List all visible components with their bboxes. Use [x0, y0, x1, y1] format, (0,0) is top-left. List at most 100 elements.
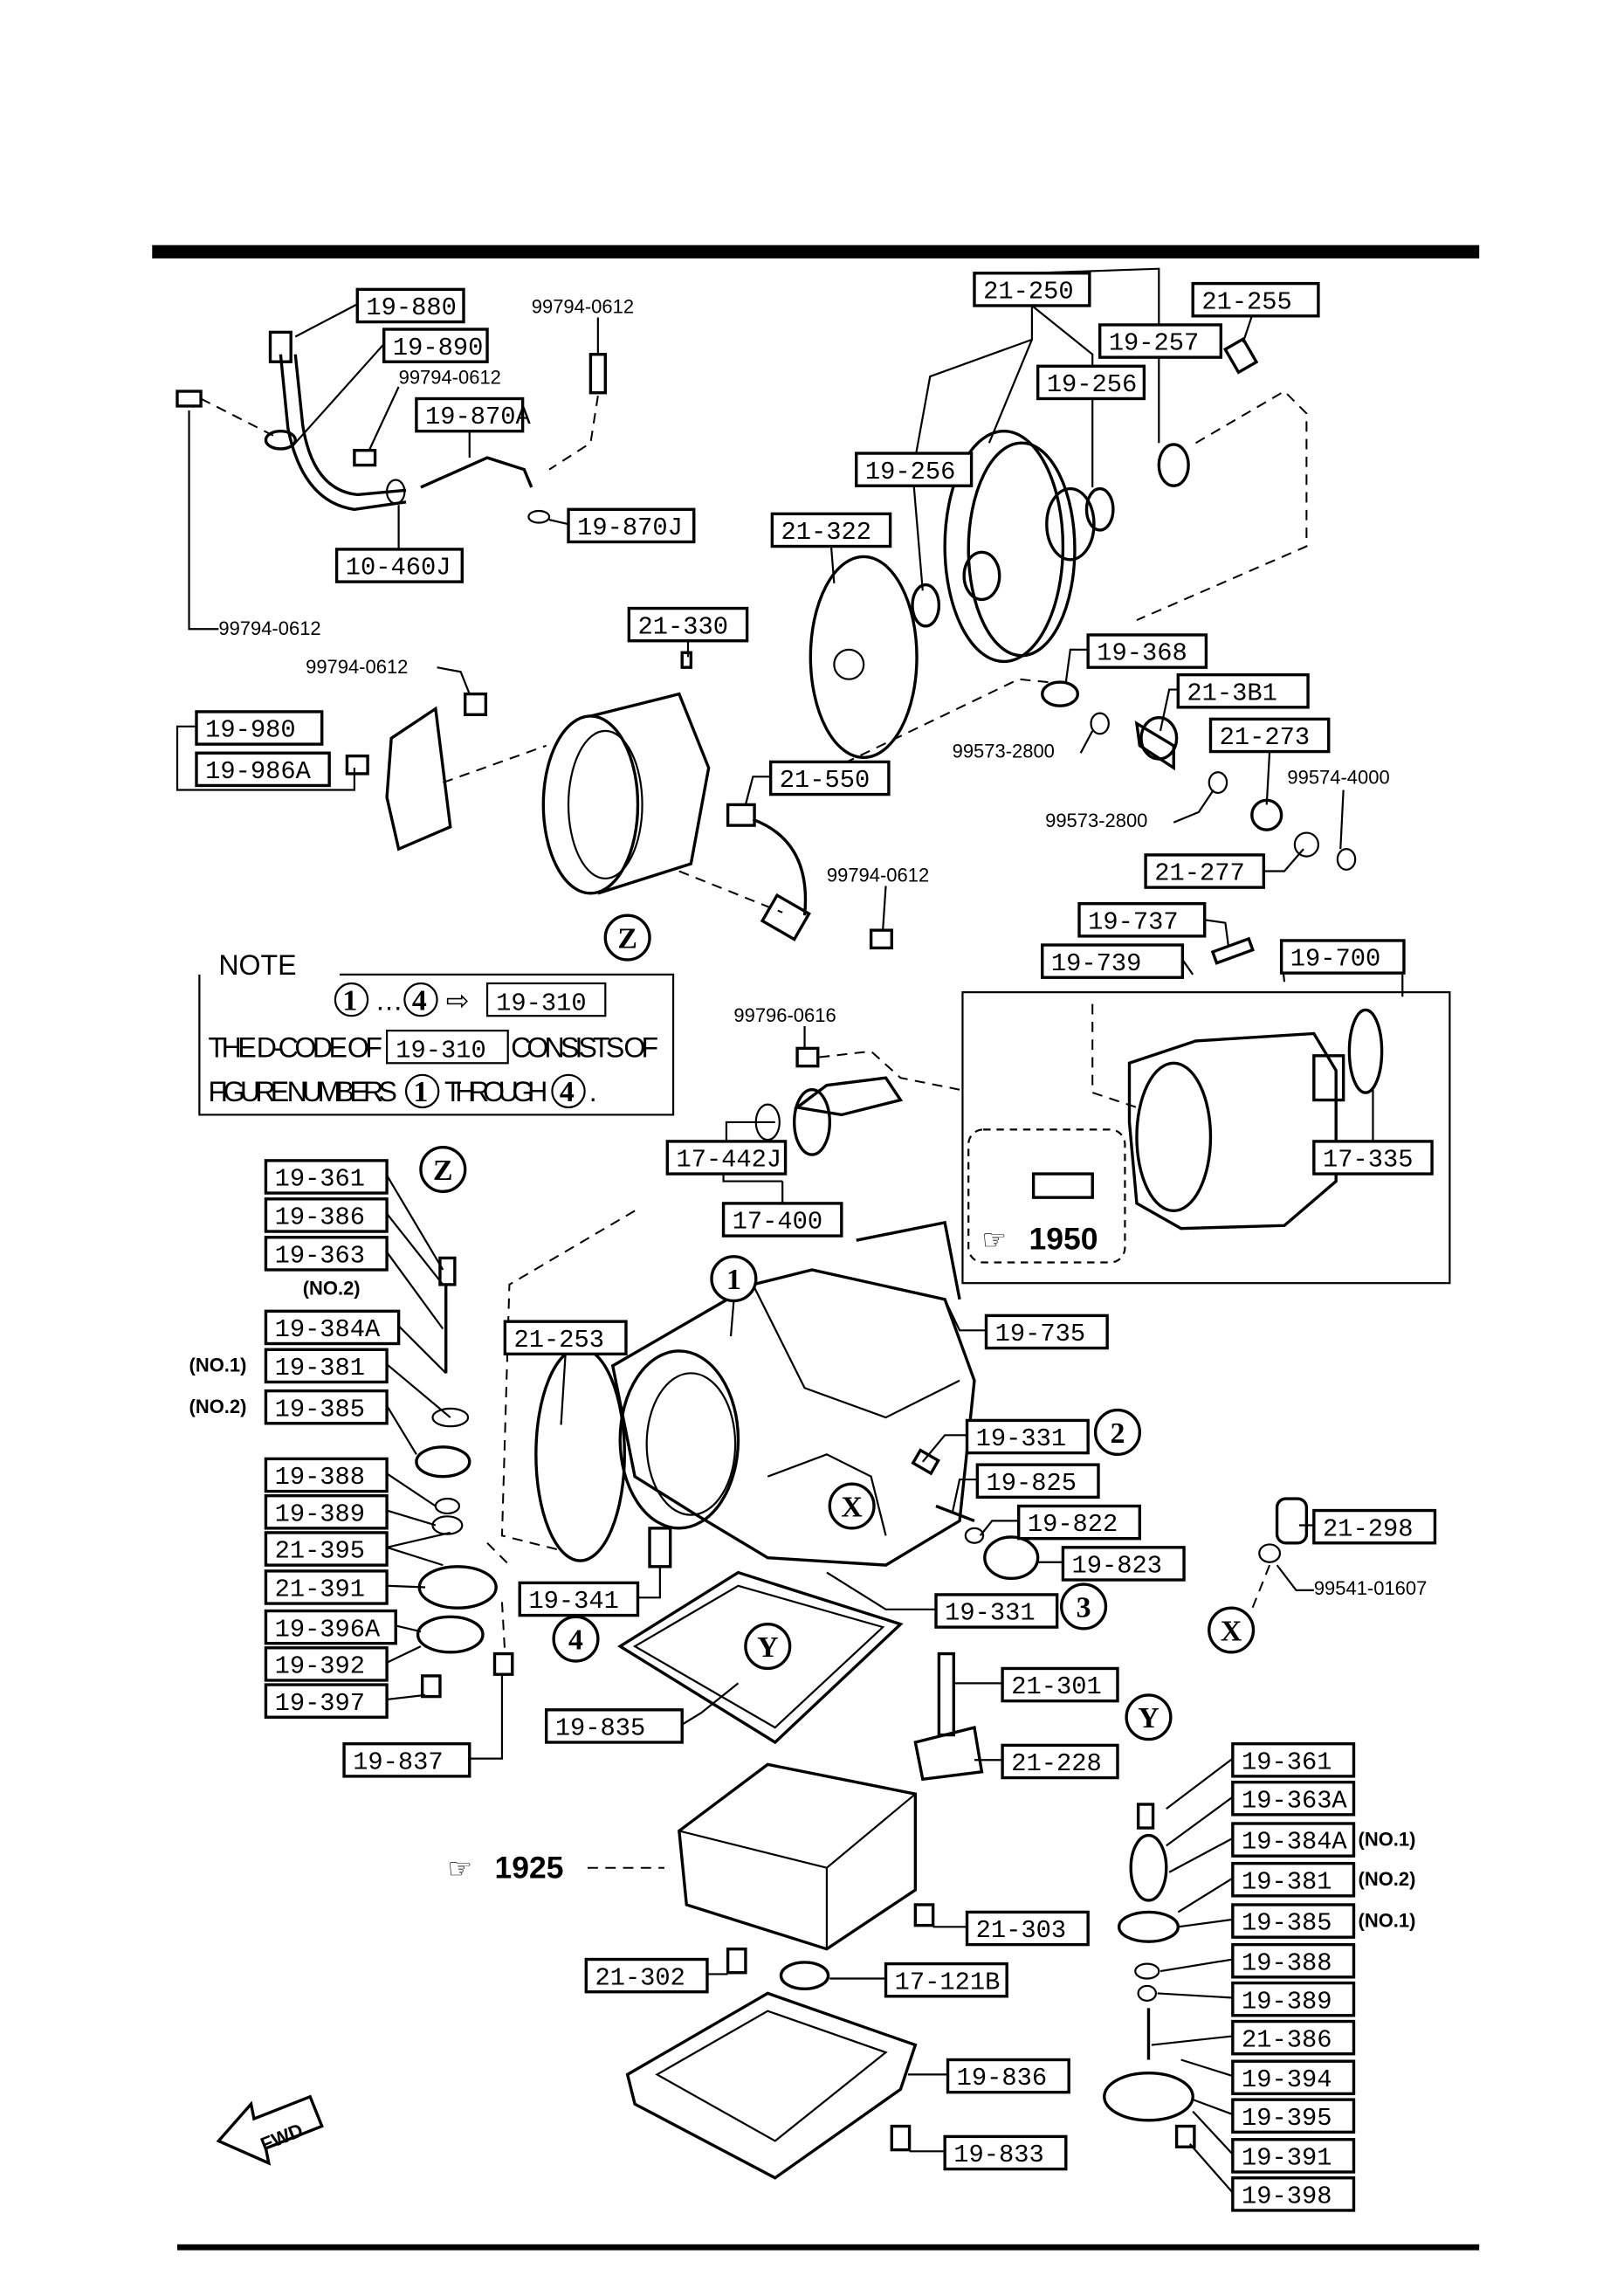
- callout-label: 21-3B1: [1187, 679, 1276, 707]
- part-callout-10-460j[interactable]: 10-460J: [334, 548, 464, 583]
- part-callout-19-363a[interactable]: 19-363A: [1231, 1780, 1356, 1817]
- part-callout-19-388[interactable]: 19-388: [264, 1457, 389, 1493]
- part-callout-19-361[interactable]: 19-361: [1231, 1741, 1356, 1778]
- marker-y: Y: [1125, 1693, 1173, 1741]
- part-callout-19-836[interactable]: 19-836: [946, 2058, 1070, 2094]
- part-callout-19-822[interactable]: 19-822: [1017, 1504, 1142, 1541]
- part-callout-19-389[interactable]: 19-389: [264, 1493, 389, 1530]
- part-callout-19-389[interactable]: 19-389: [1231, 1981, 1356, 2017]
- part-callout-21-228[interactable]: 21-228: [1001, 1743, 1119, 1780]
- part-callout-19-381[interactable]: 19-381: [1231, 1861, 1356, 1898]
- part-callout-21-550[interactable]: 21-550: [768, 760, 891, 796]
- part-callout-19-735[interactable]: 19-735: [984, 1313, 1109, 1350]
- part-callout-19-385[interactable]: 19-385: [264, 1389, 389, 1425]
- callout-label: 19-836: [957, 2064, 1047, 2093]
- part-callout-19-823[interactable]: 19-823: [1061, 1546, 1186, 1582]
- part-callout-19-397[interactable]: 19-397: [264, 1683, 389, 1719]
- part-callout-21-273[interactable]: 21-273: [1208, 717, 1331, 754]
- part-callout-21-302[interactable]: 21-302: [584, 1957, 709, 1994]
- callout-label: 19-331: [976, 1424, 1066, 1453]
- part-callout-19-388[interactable]: 19-388: [1231, 1942, 1356, 1979]
- part-callout-19-739[interactable]: 19-739: [1041, 943, 1185, 979]
- part-callout-21-3b1[interactable]: 21-3B1: [1176, 672, 1310, 709]
- part-callout-21-301[interactable]: 21-301: [1001, 1666, 1119, 1703]
- part-callout-19-986a[interactable]: 19-986A: [195, 751, 331, 788]
- part-callout-19-825[interactable]: 19-825: [975, 1463, 1100, 1500]
- part-callout-19-385[interactable]: 19-385: [1231, 1903, 1356, 1939]
- part-callout-19-363[interactable]: 19-363: [264, 1236, 389, 1272]
- part-callout-19-331[interactable]: 19-331: [965, 1418, 1090, 1455]
- part-number-99574-4000[interactable]: 99574-4000: [1287, 767, 1389, 789]
- part-number-99794-0612[interactable]: 99794-0612: [399, 367, 501, 389]
- part-callout-19-700[interactable]: 19-700: [1279, 939, 1406, 975]
- part-callout-19-980[interactable]: 19-980: [195, 710, 324, 746]
- part-callout-21-391[interactable]: 21-391: [264, 1569, 389, 1605]
- part-number-99794-0612[interactable]: 99794-0612: [218, 617, 320, 639]
- part-callout-21-277[interactable]: 21-277: [1144, 853, 1266, 889]
- part-callout-19-381[interactable]: 19-381: [264, 1348, 389, 1384]
- callout-box: [1231, 1780, 1356, 1817]
- part-callout-21-386[interactable]: 21-386: [1231, 2019, 1356, 2056]
- figure-ref-1950[interactable]: ☞ 1950: [981, 1221, 1098, 1256]
- part-number-99794-0612[interactable]: 99794-0612: [827, 864, 929, 886]
- callout-box: [355, 287, 465, 324]
- callout-label: 19-389: [1242, 1987, 1332, 2016]
- part-callout-21-253[interactable]: 21-253: [503, 1320, 628, 1356]
- part-callout-19-394[interactable]: 19-394: [1231, 2059, 1356, 2096]
- marker-label: 2: [1111, 1417, 1125, 1450]
- part-callout-19-837[interactable]: 19-837: [342, 1741, 471, 1778]
- leader-line: [294, 303, 358, 338]
- part-callout-19-392[interactable]: 19-392: [264, 1646, 389, 1682]
- part-callout-17-400[interactable]: 17-400: [721, 1202, 843, 1238]
- part-callout-21-395[interactable]: 21-395: [264, 1531, 389, 1567]
- leader-line: [1157, 1992, 1233, 1999]
- part-number-99573-2800[interactable]: 99573-2800: [953, 740, 1055, 762]
- part-callout-19-386[interactable]: 19-386: [264, 1197, 389, 1233]
- figure-ref-1925[interactable]: ☞ 1925: [447, 1851, 664, 1886]
- callout-label: 19-835: [555, 1714, 645, 1743]
- part-callout-19-835[interactable]: 19-835: [544, 1708, 684, 1744]
- part-callout-21-255[interactable]: 21-255: [1191, 281, 1320, 318]
- leader-line: [437, 666, 471, 695]
- part-number-99794-0612[interactable]: 99794-0612: [306, 656, 408, 678]
- part-callout-19-880[interactable]: 19-880: [355, 287, 465, 324]
- top-rule: [152, 245, 1480, 259]
- leader-line: [729, 1300, 735, 1337]
- part-callout-19-384a[interactable]: 19-384A: [264, 1309, 401, 1346]
- part-number-99794-0612[interactable]: 99794-0612: [532, 295, 634, 317]
- part-callout-19-384a[interactable]: 19-384A: [1231, 1822, 1356, 1858]
- part-number-99573-2800[interactable]: 99573-2800: [1045, 810, 1147, 831]
- part-callout-19-368[interactable]: 19-368: [1086, 633, 1208, 669]
- callout-box: [1017, 1504, 1142, 1541]
- part-callout-21-322[interactable]: 21-322: [770, 512, 892, 548]
- part-callout-19-737[interactable]: 19-737: [1077, 902, 1207, 938]
- part-callout-19-331[interactable]: 19-331: [934, 1593, 1059, 1629]
- part-number-99541-01607[interactable]: 99541-01607: [1314, 1577, 1428, 1599]
- part-callout-17-335[interactable]: 17-335: [1312, 1140, 1434, 1176]
- part-callout-17-442j[interactable]: 17-442J: [665, 1140, 788, 1176]
- part-callout-19-833[interactable]: 19-833: [943, 2134, 1068, 2171]
- note-line2-code: 19-310: [396, 1037, 485, 1065]
- part-callout-19-870a[interactable]: 19-870A: [415, 396, 532, 433]
- part-callout-19-257[interactable]: 19-257: [1098, 323, 1223, 359]
- part-callout-17-121b[interactable]: 17-121B: [884, 1962, 1008, 1998]
- part-callout-21-298[interactable]: 21-298: [1312, 1508, 1437, 1545]
- part-callout-19-256[interactable]: 19-256: [855, 452, 974, 487]
- callout-box: [627, 606, 749, 643]
- part-callout-19-391[interactable]: 19-391: [1231, 2138, 1356, 2174]
- part-callout-19-341[interactable]: 19-341: [518, 1581, 640, 1617]
- part-callout-21-330[interactable]: 21-330: [627, 606, 749, 643]
- part-callout-19-396a[interactable]: 19-396A: [264, 1609, 397, 1645]
- part-callout-19-890[interactable]: 19-890: [382, 328, 489, 363]
- part-number-99796-0616[interactable]: 99796-0616: [733, 1004, 836, 1026]
- part-callout-19-395[interactable]: 19-395: [1231, 2098, 1356, 2134]
- part-callout-19-256[interactable]: 19-256: [1036, 364, 1146, 401]
- part-callout-19-870j[interactable]: 19-870J: [567, 507, 696, 544]
- part-callout-19-398[interactable]: 19-398: [1231, 2176, 1356, 2212]
- part-callout-21-250[interactable]: 21-250: [973, 272, 1091, 307]
- part-callout-21-303[interactable]: 21-303: [965, 1910, 1090, 1947]
- part-callout-19-361[interactable]: 19-361: [264, 1159, 389, 1195]
- callout-label: 19-890: [393, 334, 483, 362]
- marker-label: Y: [1138, 1702, 1159, 1734]
